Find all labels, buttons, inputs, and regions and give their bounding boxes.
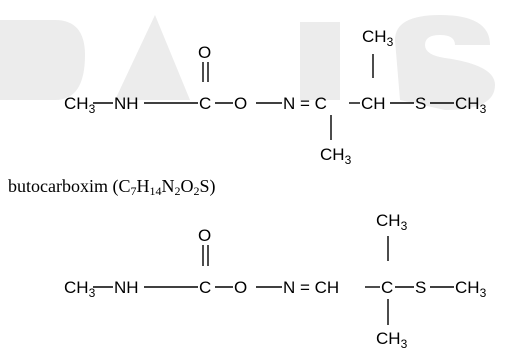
atom-ch3-left: CH3 [64, 94, 96, 116]
atom-nh: NH [114, 278, 139, 297]
atom-o-ester: O [234, 94, 247, 113]
atom-s: S [415, 278, 426, 297]
atom-c-carbonyl: C [199, 278, 211, 297]
structure-second-compound: O CH3 CH3 NH C O N = CH C S CH3 CH3 [0, 188, 507, 358]
atom-ch3-top: CH3 [362, 27, 394, 49]
structure-butocarboxim: O CH3 CH3 NH C O N = C CH S CH3 CH3 [0, 0, 507, 170]
atom-ch3-left: CH3 [64, 278, 96, 300]
atom-o-carbonyl: O [198, 226, 211, 245]
atom-nh: NH [114, 94, 139, 113]
atom-n-eq-ch: N = CH [283, 278, 339, 297]
atom-ch3-bottom: CH3 [320, 145, 352, 167]
atom-ch3-bottom: CH3 [376, 329, 408, 351]
atom-s: S [415, 94, 426, 113]
atom-n-eq-c: N = C [283, 94, 327, 113]
atom-ch: CH [361, 94, 386, 113]
compound-caption: butocarboxim (C7H14N2O2S) [8, 176, 216, 198]
atom-o-ester: O [234, 278, 247, 297]
atom-ch3-right: CH3 [455, 278, 487, 300]
atom-c-carbonyl: C [199, 94, 211, 113]
atom-ch3-right: CH3 [455, 94, 487, 116]
atom-c-quaternary: C [381, 278, 393, 297]
atom-ch3-top: CH3 [376, 211, 408, 233]
atom-o-carbonyl: O [198, 43, 211, 62]
